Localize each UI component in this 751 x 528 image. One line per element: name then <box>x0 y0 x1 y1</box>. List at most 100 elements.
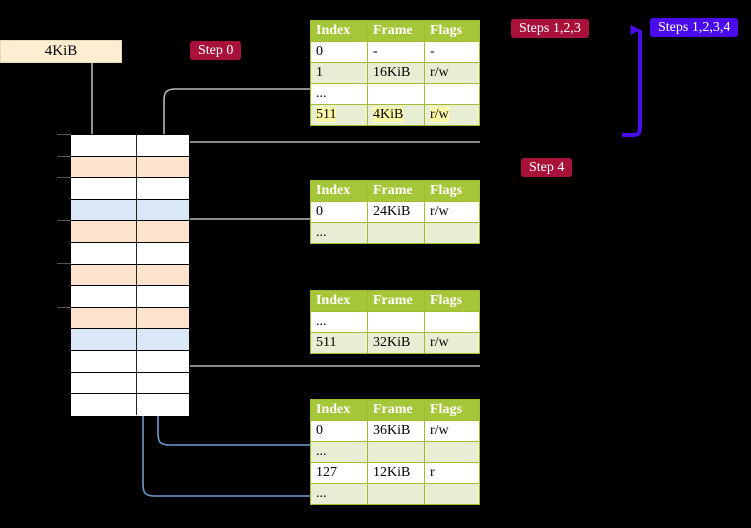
table-cell: 0 <box>310 201 368 223</box>
table-cell <box>424 483 480 505</box>
table-cell: 127 <box>310 462 368 484</box>
memory-column-divider <box>136 134 137 415</box>
badge-step-4-label: Step 4 <box>529 159 565 175</box>
table-cell: ... <box>310 311 368 333</box>
table-cell: 24KiB <box>367 201 425 223</box>
frame-tick-mark <box>57 134 71 135</box>
table-cell: 12KiB <box>367 462 425 484</box>
badge-step-0-label: Step 0 <box>198 42 234 58</box>
badge-steps-1234: Steps 1,2,3,4 <box>650 18 739 37</box>
frame-tick-mark <box>57 220 71 221</box>
column-header-index: Index <box>310 180 368 202</box>
table-cell <box>367 483 425 505</box>
table-row: ... <box>310 311 480 333</box>
table-cell: r <box>424 462 480 484</box>
table-cell <box>367 83 425 105</box>
table-cell <box>424 311 480 333</box>
table-row: ... <box>310 83 480 105</box>
memory-frame <box>71 286 189 308</box>
table-cell: - <box>367 41 425 63</box>
table-row: 0-- <box>310 41 480 63</box>
badge-steps-1234-label: Steps 1,2,3,4 <box>658 19 731 35</box>
frame-tick-mark <box>57 307 71 308</box>
bracket-steps-1234 <box>622 25 642 137</box>
column-header-frame: Frame <box>367 399 425 421</box>
highlighted-value: r/w <box>430 107 449 122</box>
table-cell: r/w <box>424 420 480 442</box>
size-label-box: 4KiB <box>0 40 122 63</box>
memory-frame <box>71 178 189 200</box>
table-cell: ... <box>310 222 368 244</box>
table-cell: 1 <box>310 62 368 84</box>
table-cell <box>367 311 425 333</box>
column-header-index: Index <box>310 20 368 42</box>
table-row: 511 4KiB r/w <box>310 104 480 126</box>
memory-frame <box>71 372 189 395</box>
column-header-frame: Frame <box>367 290 425 312</box>
physical-memory-frames <box>70 134 190 416</box>
column-header-index: Index <box>310 399 368 421</box>
table-cell: 0 <box>310 420 368 442</box>
table-cell <box>367 441 425 463</box>
memory-frame <box>71 199 189 222</box>
table-cell: 511 <box>310 332 368 354</box>
memory-frame <box>71 243 189 265</box>
table-cell: 4KiB <box>367 104 425 126</box>
table-cell: r/w <box>424 62 480 84</box>
table-cell <box>367 222 425 244</box>
table-cell: ... <box>310 83 368 105</box>
badge-step-4: Step 4 <box>521 158 573 177</box>
memory-frame <box>71 394 189 416</box>
highlighted-value: 4KiB <box>373 107 404 122</box>
table-row: ... <box>310 222 480 244</box>
table-cell <box>424 441 480 463</box>
table-cell: r/w <box>424 104 480 126</box>
highlighted-value: 511 <box>316 107 337 122</box>
frame-tick-mark <box>57 177 71 178</box>
table-cell: 36KiB <box>367 420 425 442</box>
badge-steps-123-label: Steps 1,2,3 <box>519 20 581 36</box>
table-cell: r/w <box>424 201 480 223</box>
memory-frame <box>71 351 189 373</box>
column-header-flags: Flags <box>424 399 480 421</box>
table-cell: 16KiB <box>367 62 425 84</box>
table-cell: - <box>424 41 480 63</box>
memory-frame <box>71 221 189 244</box>
size-label-text: 4KiB <box>44 43 78 59</box>
column-header-flags: Flags <box>424 180 480 202</box>
connector-t3r127-to-frame <box>143 212 480 497</box>
table-cell: ... <box>310 441 368 463</box>
memory-frame <box>71 135 189 157</box>
column-header-flags: Flags <box>424 20 480 42</box>
frame-tick-mark <box>57 156 71 157</box>
badge-step-0: Step 0 <box>190 41 242 60</box>
column-header-frame: Frame <box>367 20 425 42</box>
memory-frame <box>71 329 189 352</box>
badge-steps-123: Steps 1,2,3 <box>511 19 589 38</box>
table-cell: 511 <box>310 104 368 126</box>
table-row: ... <box>310 441 480 463</box>
table-row: ... <box>310 483 480 505</box>
table-cell: 32KiB <box>367 332 425 354</box>
column-header-frame: Frame <box>367 180 425 202</box>
memory-frame <box>71 307 189 330</box>
table-cell: 0 <box>310 41 368 63</box>
column-header-index: Index <box>310 290 368 312</box>
memory-frame <box>71 264 189 287</box>
column-header-flags: Flags <box>424 290 480 312</box>
table-cell: ... <box>310 483 368 505</box>
